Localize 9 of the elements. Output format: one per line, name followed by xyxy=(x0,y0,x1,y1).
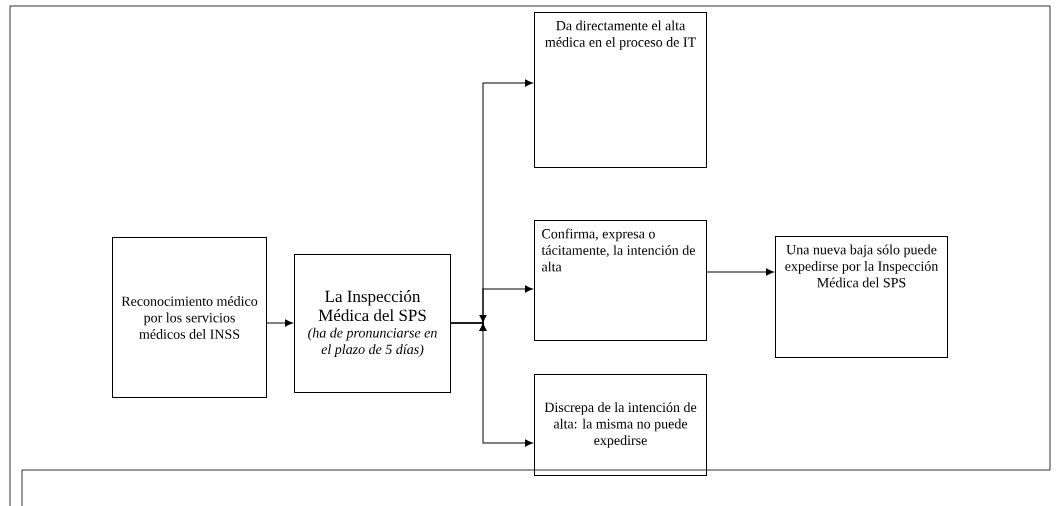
process-box: Confirma, expresa o tácitamente, la intención de alta xyxy=(534,220,707,341)
process-box: Discrepa de la intención de alta: la misma no puede expedirse xyxy=(534,374,707,476)
arrow xyxy=(266,319,293,327)
process-box: Da directamente el alta médica en el proceso de IT xyxy=(534,12,707,168)
process-box: La Inspección Médica del SPS (ha de pronunciarse en el plazo de 5 días) xyxy=(294,254,451,393)
process-box: Reconocimiento médico por los servicios médicos del INSS xyxy=(112,237,267,398)
arrow xyxy=(706,268,774,276)
arrow xyxy=(450,315,533,447)
process-box: Una nueva baja sólo puede expedirse por la Inspección Médica del SPS xyxy=(775,236,948,358)
